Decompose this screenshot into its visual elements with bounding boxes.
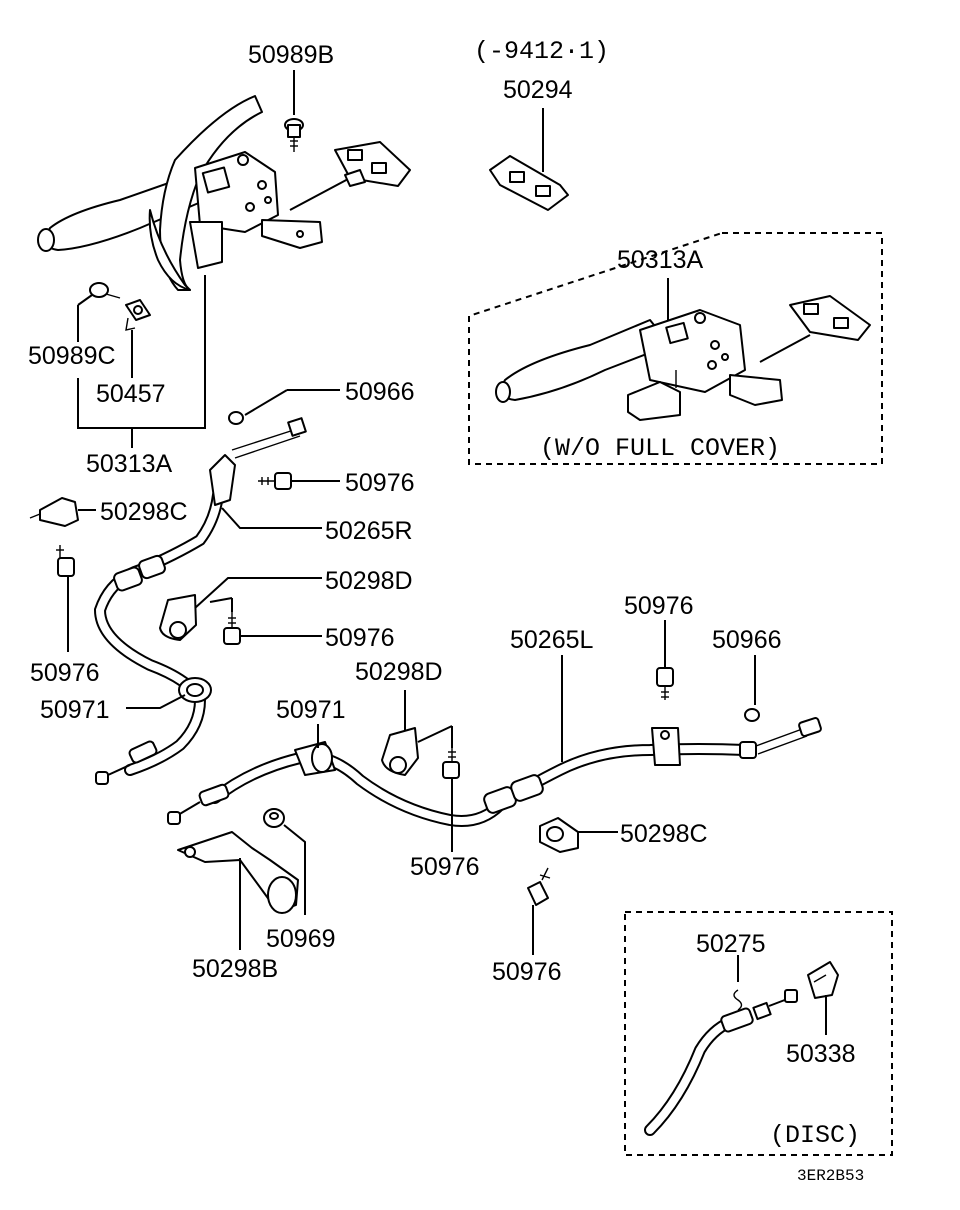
- lever-assembly-no-cover: [495, 295, 871, 421]
- callout-50265R: 50265R: [325, 517, 413, 545]
- cable-50265L: [167, 717, 822, 827]
- callout-50298C-right: 50298C: [620, 820, 708, 848]
- leader-50313A: [77, 275, 206, 429]
- bracket-50298B: [177, 831, 299, 950]
- leader-50971-a: [126, 694, 186, 709]
- callout-50298D-a: 50298D: [325, 567, 413, 595]
- nut-50966-right: [744, 655, 760, 722]
- bolt-50989B: [284, 70, 304, 152]
- inset-label-disc: (DISC): [770, 1121, 860, 1150]
- callout-50298C-left: 50298C: [100, 498, 188, 526]
- bolt-50976-d-lower: [442, 748, 460, 852]
- bracket-50298D-b: [381, 690, 453, 776]
- callout-50338: 50338: [786, 1040, 856, 1068]
- callout-50976-f: 50976: [492, 958, 562, 986]
- bolt-50989C: [77, 282, 121, 342]
- callout-50966-right: 50966: [712, 626, 782, 654]
- clip-50298C-left: [29, 497, 96, 527]
- callout-50457: 50457: [96, 380, 166, 408]
- callout-50313A-inset: 50313A: [617, 246, 704, 274]
- clip-50457: [125, 299, 151, 378]
- bolt-50976-f: [527, 867, 551, 955]
- callout-50989C: 50989C: [28, 342, 116, 370]
- callout-50976-a: 50976: [345, 469, 415, 497]
- callout-50265L: 50265L: [510, 626, 594, 654]
- callout-50298D-b: 50298D: [355, 658, 443, 686]
- drawing-code: 3ER2B53: [797, 1167, 864, 1185]
- callout-50313A: 50313A: [86, 450, 173, 478]
- leader-50265R: [221, 507, 322, 529]
- nut-50966-top: [228, 389, 340, 425]
- nut-50969: [263, 808, 306, 915]
- callout-50275: 50275: [696, 930, 766, 958]
- equalizer-bracket-50294: [489, 108, 569, 211]
- bolt-50976-c: [223, 612, 322, 645]
- bolt-50976-b: [56, 545, 75, 652]
- callout-50966-top: 50966: [345, 378, 415, 406]
- callout-50989B: 50989B: [248, 41, 334, 69]
- clip-50298C-right: [539, 817, 618, 853]
- lever-assembly-full-cover: [37, 95, 411, 291]
- callout-50976-b: 50976: [30, 659, 100, 687]
- inset-frame-full-cover: [468, 232, 883, 465]
- callout-50976-c: 50976: [325, 624, 395, 652]
- callout-50971-b: 50971: [276, 696, 346, 724]
- callout-50971-a: 50971: [40, 696, 110, 724]
- bracket-50298D-a: [159, 577, 322, 641]
- cable-50265R: [93, 417, 307, 785]
- bolt-50976-a: [258, 472, 340, 490]
- bolt-50976-right: [656, 620, 674, 700]
- callout-50976-lower-mid: 50976: [410, 853, 480, 881]
- inset-label-full-cover: (W/O FULL COVER): [540, 434, 780, 463]
- callout-50294: 50294: [503, 76, 573, 104]
- inset-frame-disc: [624, 911, 893, 1156]
- callout-50976-right: 50976: [624, 592, 694, 620]
- cable-end-disc: [644, 955, 839, 1136]
- callout-50298B: 50298B: [192, 955, 278, 983]
- date-code-note: (-9412·1): [474, 37, 609, 66]
- callout-50969: 50969: [266, 925, 336, 953]
